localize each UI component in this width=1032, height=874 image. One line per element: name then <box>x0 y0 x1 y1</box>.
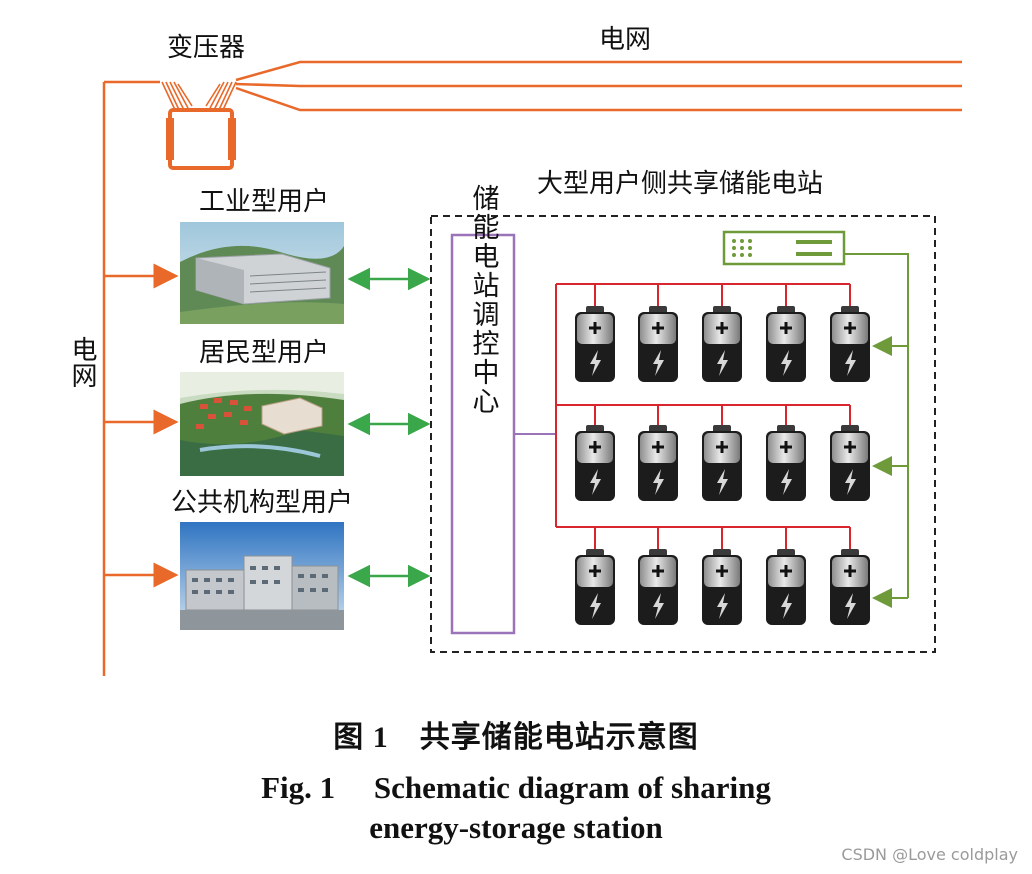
battery-icon <box>766 549 806 625</box>
battery-icon <box>638 549 678 625</box>
transformer-label: 变压器 <box>167 33 245 63</box>
monitoring-lines <box>844 253 909 608</box>
grid-label-left-text: 电网 <box>67 336 97 388</box>
figure-caption-chinese: 图 1 共享储能电站示意图 <box>333 721 699 754</box>
battery-icon <box>702 549 742 625</box>
battery-icon <box>702 306 742 382</box>
station-title: 大型用户侧共享储能电站 <box>537 169 823 199</box>
figure-caption-english-line2: energy-storage station <box>369 810 663 845</box>
battery-icon <box>702 425 742 501</box>
public-user-label: 公共机构型用户 <box>171 488 353 518</box>
energy-storage-station-boundary <box>430 215 936 653</box>
battery-icon <box>766 425 806 501</box>
watermark: CSDN @Love coldplay <box>841 845 1018 864</box>
battery-icon <box>830 425 870 501</box>
battery-icon <box>766 306 806 382</box>
control-center-label: 储能电站调控中心 <box>468 184 500 416</box>
transformer-icon <box>161 81 237 170</box>
industrial-user-label: 工业型用户 <box>199 187 329 217</box>
figure-caption-english-line1: Fig. 1 Schematic diagram of sharing <box>261 770 771 805</box>
battery-icon <box>830 306 870 382</box>
industrial-user-image <box>180 222 344 324</box>
bidirectional-power-arrows <box>347 267 431 588</box>
residential-user-image <box>180 372 344 476</box>
residential-user-label: 居民型用户 <box>199 338 329 368</box>
battery-icon <box>575 306 615 382</box>
grid-label-top: 电网 <box>599 25 651 55</box>
battery-icon <box>638 306 678 382</box>
public-user-image <box>180 522 344 630</box>
control-center-text: 储能电站调控中心 <box>468 184 500 416</box>
grid-label-left: 电网 <box>67 336 97 388</box>
monitoring-device-icon <box>722 230 846 266</box>
battery-array <box>575 306 870 625</box>
battery-icon <box>830 549 870 625</box>
battery-icon <box>638 425 678 501</box>
power-grid-lines <box>102 60 962 676</box>
battery-icon <box>575 549 615 625</box>
battery-icon <box>575 425 615 501</box>
